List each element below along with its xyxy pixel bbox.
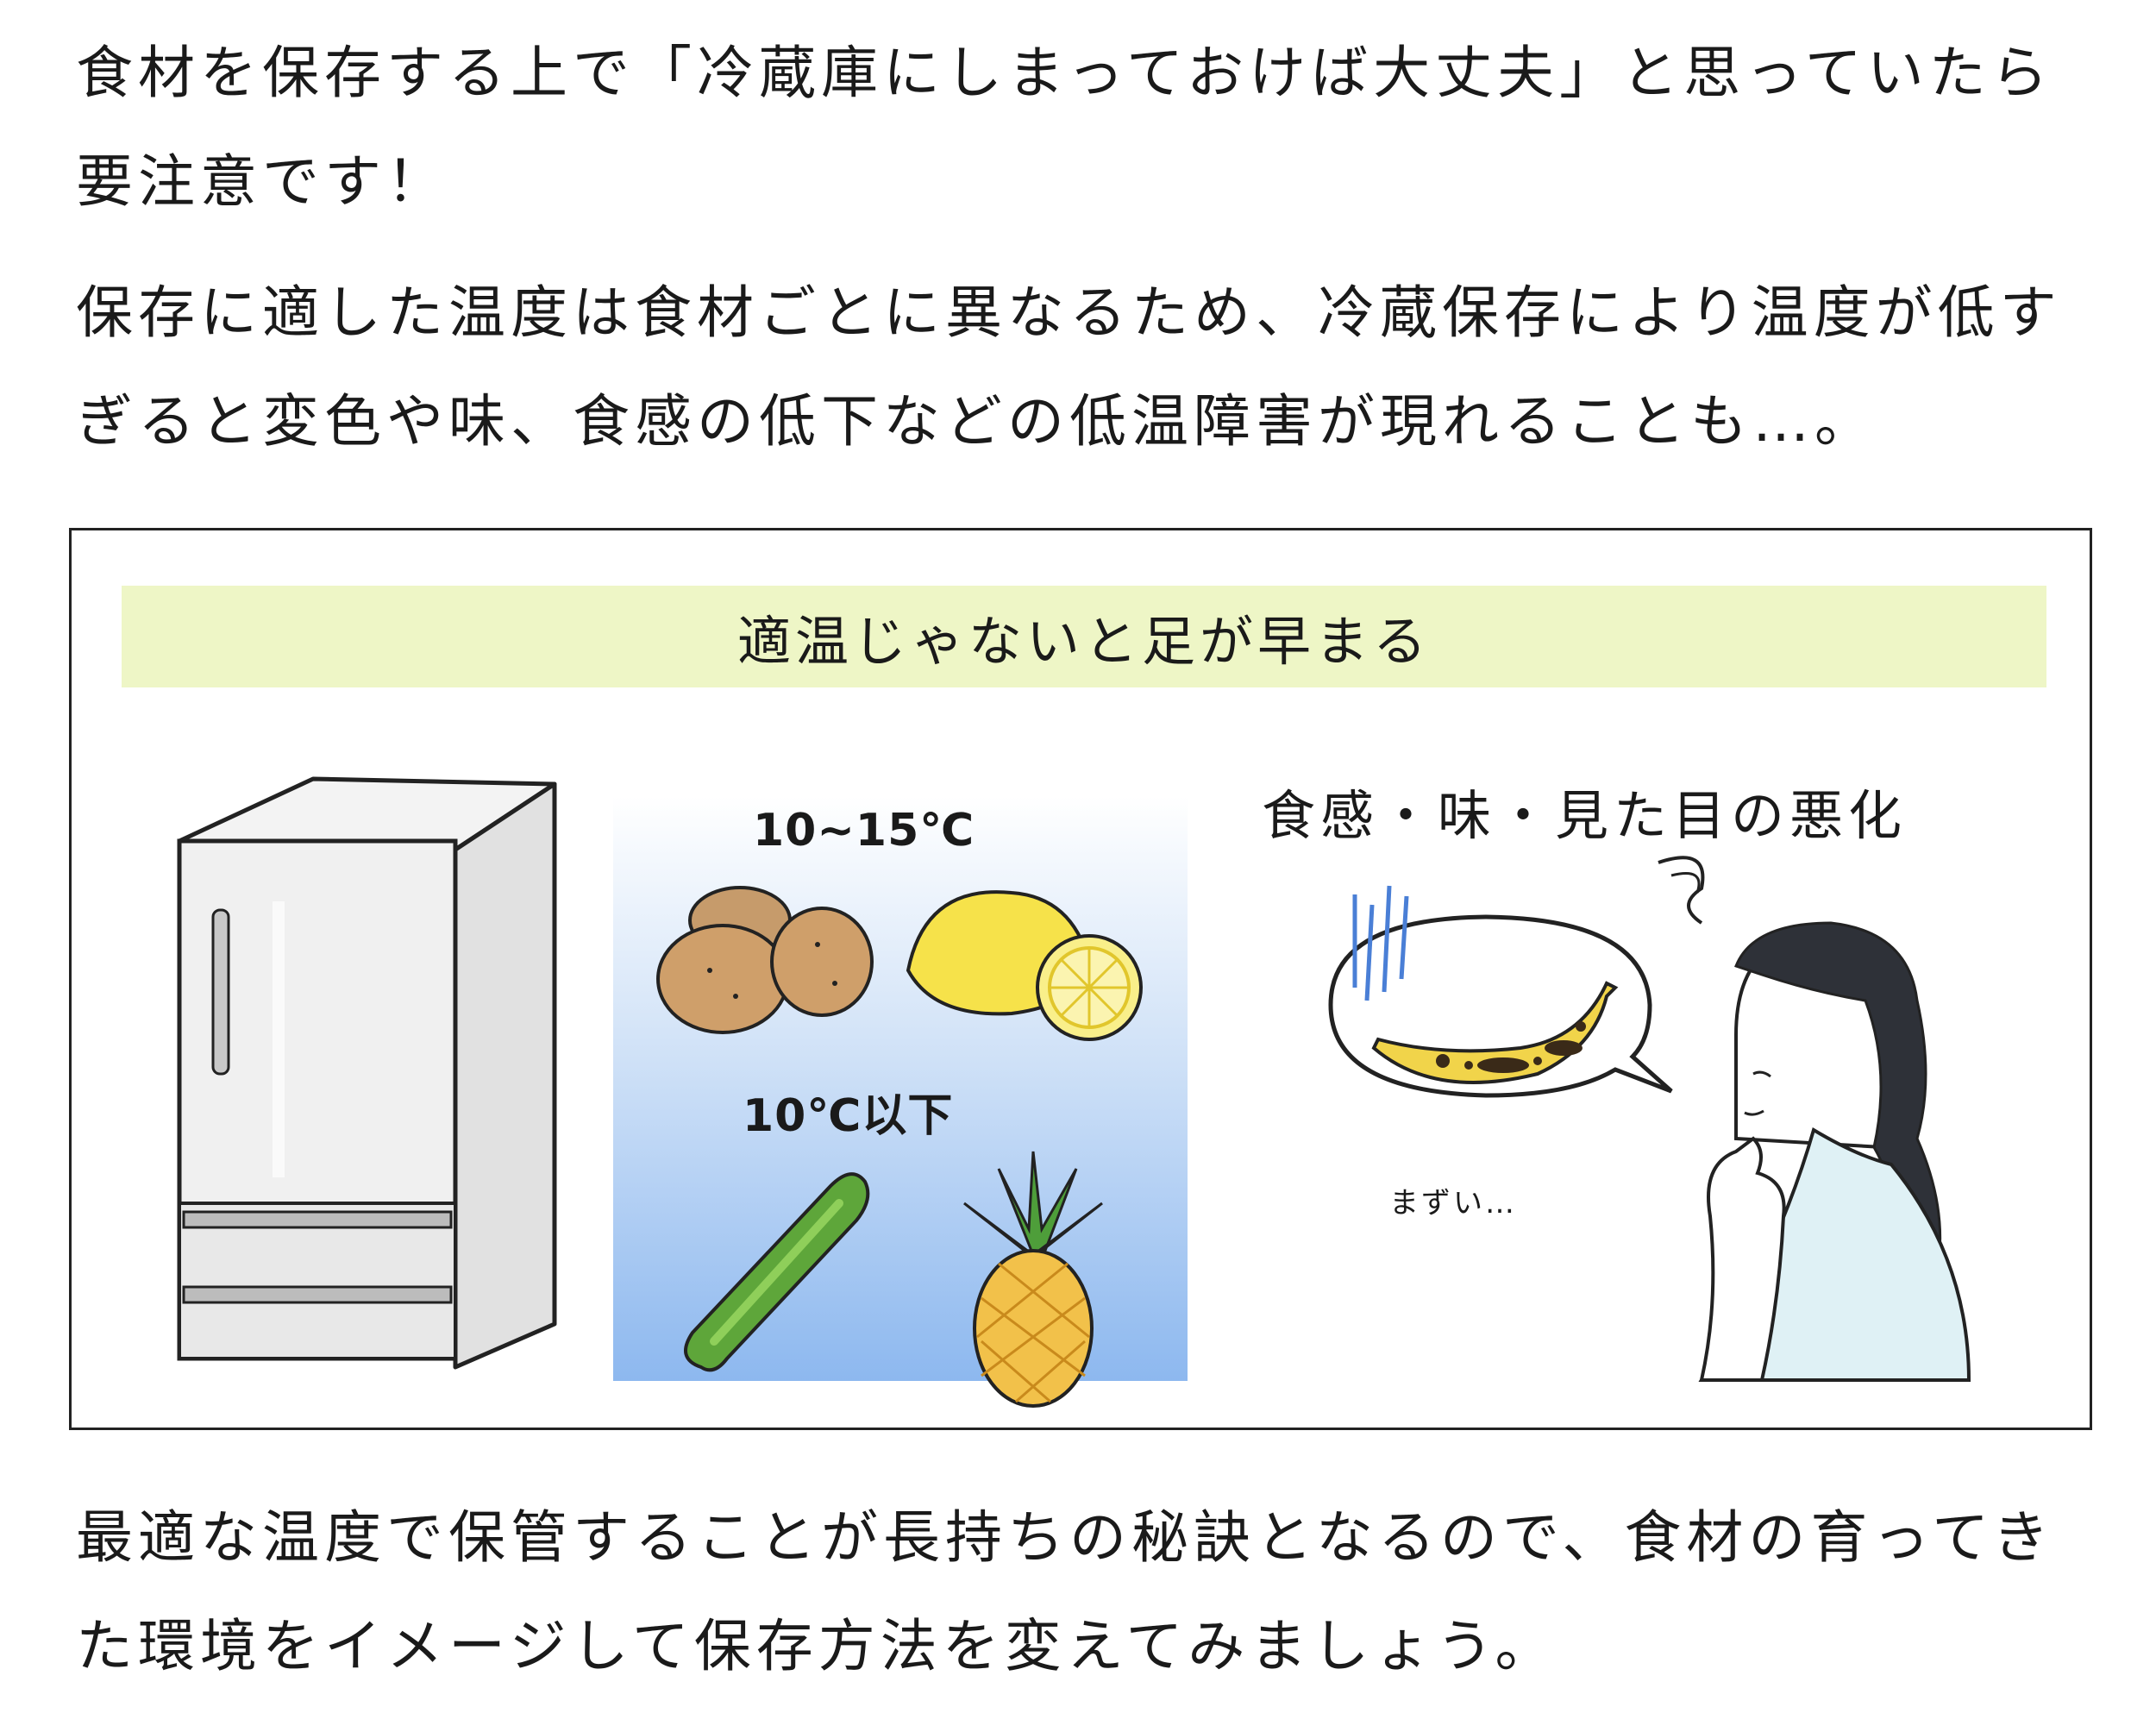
temp-label-below-10: 10℃以下	[743, 1090, 954, 1142]
outro-paragraph: 最適な温度で保管することが長持ちの秘訣となるので、食材の育ってきた環境をイメージ…	[76, 1504, 2055, 1679]
pineapple-icon	[963, 1151, 1103, 1408]
temp-label-10-15: 10~15℃	[753, 805, 975, 857]
intro-paragraph-1: 食材を保存する上で「冷蔵庫にしまっておけば大丈夫」と思っていたら要注意です！	[76, 40, 2053, 215]
effect-label: 食感・味・見た目の悪化	[1262, 784, 1908, 847]
potato-icon	[656, 886, 874, 1034]
exclamation-text: まずい…	[1389, 1186, 1517, 1221]
woman-icon	[1658, 856, 1971, 1382]
intro-paragraph-2: 保存に適した温度は食材ごとに異なるため、冷蔵保存により温度が低すぎると変色や味、…	[76, 279, 2062, 455]
cucumber-icon	[684, 1172, 870, 1372]
banner-title: 適温じゃないと足が早まる	[122, 586, 2046, 687]
illustration-panel: 適温じゃないと足が早まる 10~15℃ 10℃以下	[69, 528, 2092, 1430]
banana-icon	[1371, 981, 1619, 1084]
refrigerator-icon	[177, 776, 557, 1370]
lemon-icon	[906, 890, 1143, 1041]
